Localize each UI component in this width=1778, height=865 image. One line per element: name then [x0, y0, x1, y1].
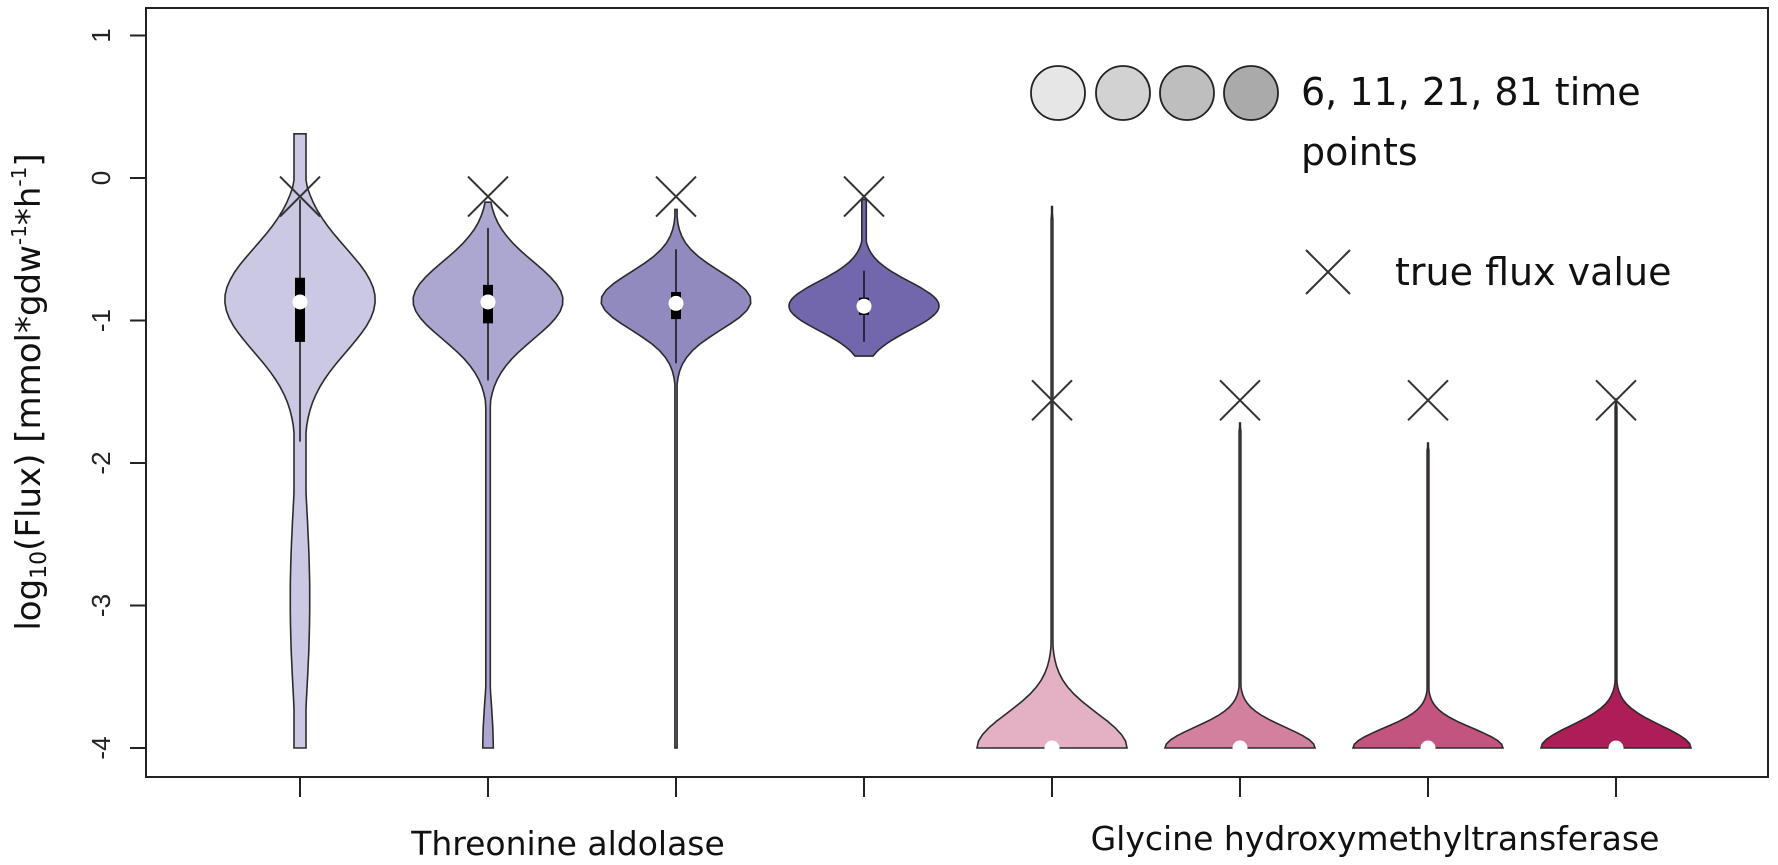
violin-body: [600, 208, 752, 749]
true-value-cross: [1219, 379, 1261, 422]
violin-median-dot: [1044, 740, 1060, 756]
violin-median-dot: [1232, 740, 1248, 756]
violin-glycine-81: [1539, 379, 1693, 756]
violin-threonine-11: [412, 175, 564, 749]
y-tick-label: -1: [86, 309, 116, 332]
y-axis-title-log: log: [9, 579, 49, 631]
violin-glycine-21: [1351, 379, 1505, 756]
true-value-cross: [279, 175, 321, 218]
violin-body: [976, 205, 1128, 749]
violin-median-dot: [856, 298, 872, 314]
true-value-cross: [1595, 379, 1637, 422]
y-axis-title-flux: (Flux) [mmol*gdw: [9, 245, 49, 551]
violins-layer: [224, 133, 1693, 756]
y-tick-label: -4: [86, 736, 116, 759]
y-axis-title-sup2: -1: [7, 167, 31, 187]
violin-median-dot: [668, 295, 684, 311]
violin-median-dot: [292, 294, 308, 310]
violin-body: [1351, 442, 1505, 749]
legend-circle: [1159, 65, 1215, 121]
violin-body: [412, 201, 564, 749]
violin-median-dot: [1420, 740, 1436, 756]
y-axis-title-sub: 10: [27, 551, 52, 579]
violin-glycine-11: [1163, 379, 1317, 756]
true-value-cross: [467, 175, 509, 218]
legend: 6, 11, 21, 81 time points true flux valu…: [1030, 65, 1671, 295]
plot-frame: [145, 7, 1769, 778]
true-value-cross: [843, 175, 885, 218]
y-axis-title-end: ]: [9, 153, 49, 166]
true-value-cross: [1031, 379, 1073, 422]
group-label-glycine: Glycine hydroxymethyltransferase: [1091, 819, 1660, 858]
y-tick-label: -2: [86, 451, 116, 474]
legend-circles-label-line2: points: [1301, 130, 1418, 174]
y-tick-label: -3: [86, 594, 116, 617]
true-value-cross: [1407, 379, 1449, 422]
legend-circles-label-line1: 6, 11, 21, 81 time: [1301, 70, 1641, 114]
legend-circle: [1223, 65, 1279, 121]
violin-body: [1163, 422, 1317, 749]
y-tick-label: 1: [86, 28, 116, 42]
x-axis: [299, 776, 1617, 797]
y-axis-title: log10(Flux) [mmol*gdw-1*h-1]: [7, 153, 52, 630]
violin-threonine-81: [788, 175, 940, 357]
violin-threonine-6: [224, 133, 376, 749]
legend-circle: [1030, 65, 1086, 121]
legend-circle: [1095, 65, 1151, 121]
violin-glycine-6: [976, 205, 1128, 756]
violin-body: [1539, 398, 1693, 749]
y-axis: 1 0 -1 -2 -3 -4: [86, 28, 147, 760]
violin-median-dot: [1608, 740, 1624, 756]
legend-cross-label: true flux value: [1395, 250, 1671, 294]
y-tick-label: 0: [86, 171, 116, 185]
legend-cross-icon: [1305, 249, 1351, 295]
violin-iqr-box: [295, 277, 305, 342]
group-label-threonine: Threonine aldolase: [410, 824, 725, 863]
y-axis-title-sup1: -1: [7, 225, 31, 245]
true-value-cross: [655, 175, 697, 218]
y-axis-title-h: *h: [9, 187, 49, 226]
legend-circles: [1030, 65, 1279, 121]
violin-median-dot: [480, 294, 496, 310]
violin-threonine-21: [600, 175, 752, 749]
